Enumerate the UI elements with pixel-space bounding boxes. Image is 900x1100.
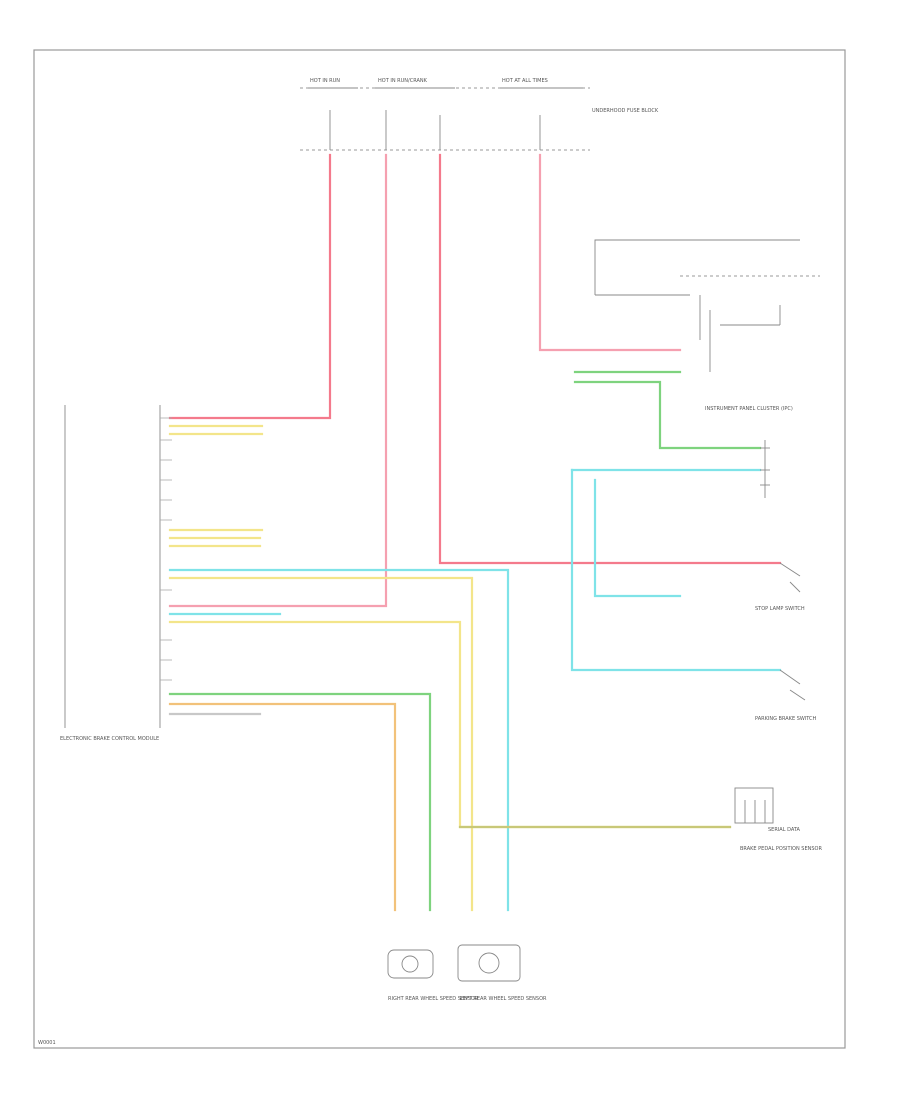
brake-switch-label: PARKING BRAKE SWITCH xyxy=(755,716,817,722)
ipc-module: INSTRUMENT PANEL CLUSTER (IPC) xyxy=(594,239,820,412)
lr-sensor-label: LEFT REAR WHEEL SPEED SENSOR xyxy=(460,996,547,1002)
switch-module xyxy=(760,440,770,498)
bpp-label: BRAKE PEDAL POSITION SENSOR xyxy=(740,846,822,852)
fuse-block: HOT IN RUN HOT IN RUN/CRANK HOT AT ALL T… xyxy=(300,78,659,151)
parking-brake-switch: PARKING BRAKE SWITCH xyxy=(755,669,817,722)
wire-green-ipc-2 xyxy=(573,380,762,450)
serial-data-label: SERIAL DATA xyxy=(768,827,801,833)
ecm-connector: ELECTRONIC BRAKE CONTROL MODULE xyxy=(60,405,172,742)
wire-cyan-1 xyxy=(168,568,510,912)
bpp-sensor: BRAKE PEDAL POSITION SENSOR SERIAL DATA xyxy=(734,787,822,852)
stop-lamp-switch: STOP LAMP SWITCH xyxy=(755,562,805,612)
lr-wheel-sensor: LEFT REAR WHEEL SPEED SENSOR xyxy=(457,944,547,1002)
wire-cyan-3 xyxy=(570,468,782,672)
wire-red-1 xyxy=(168,153,332,420)
wire-orange-1 xyxy=(168,702,397,912)
diagram-code: W0001 xyxy=(38,1040,56,1046)
rr-wheel-sensor: RIGHT REAR WHEEL SPEED SENSOR xyxy=(387,949,479,1002)
fuse-panel-label: UNDERHOOD FUSE BLOCK xyxy=(592,108,659,114)
fuse-3-label: HOT AT ALL TIMES xyxy=(502,78,548,84)
wire-red-3 xyxy=(438,153,782,565)
rr-sensor-label: RIGHT REAR WHEEL SPEED SENSOR xyxy=(388,996,479,1002)
wire-pink-2 xyxy=(168,153,388,608)
wire-cyan-5 xyxy=(593,478,682,598)
wires xyxy=(168,153,782,912)
wire-yellow-2 xyxy=(168,620,732,829)
fuse-2-label: HOT IN RUN/CRANK xyxy=(378,78,428,84)
wire-pink-4 xyxy=(538,153,682,352)
ecm-label: ELECTRONIC BRAKE CONTROL MODULE xyxy=(60,736,159,742)
fuse-1-label: HOT IN RUN xyxy=(310,78,340,84)
wire-yellow-1 xyxy=(168,576,474,912)
stop-switch-label: STOP LAMP SWITCH xyxy=(755,606,805,612)
wire-green-rr xyxy=(168,692,432,912)
diagram-frame xyxy=(33,49,846,1049)
ipc-label: INSTRUMENT PANEL CLUSTER (IPC) xyxy=(705,406,793,412)
